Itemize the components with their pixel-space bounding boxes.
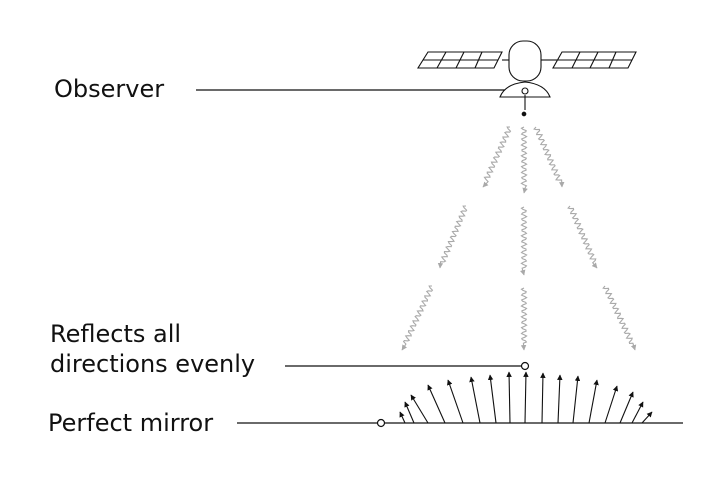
reflects-label-line1: Reflects all — [50, 320, 181, 348]
reflects-label-line2: directions evenly — [50, 350, 255, 378]
wave-ray-7 — [533, 126, 565, 188]
reflected-ray-6 — [469, 376, 481, 424]
reflected-ray-2 — [404, 401, 415, 424]
reflected-ray-10 — [540, 372, 546, 424]
reflected-ray-16 — [631, 401, 644, 424]
reflected-ray-7 — [487, 374, 497, 424]
reflected-ray-17 — [641, 411, 653, 424]
reflected-ray-4 — [427, 384, 446, 424]
reflected-ray-11 — [557, 374, 563, 424]
wave-ray-8 — [567, 205, 598, 269]
reflected-ray-14 — [604, 385, 619, 424]
wave-ray-2 — [437, 205, 468, 269]
reflected-ray-12 — [572, 375, 581, 424]
wave-ray-6 — [520, 287, 528, 351]
mirror-point — [376, 418, 386, 428]
satellite-icon — [417, 40, 637, 117]
reflected-ray-8 — [506, 371, 512, 424]
reflected-ray-3 — [410, 394, 429, 424]
wave-ray-9 — [602, 285, 637, 351]
radiation-waves — [401, 126, 637, 351]
reflected-ray-9 — [523, 371, 529, 424]
reflected-ray-13 — [588, 379, 599, 424]
reflected-ray-1 — [399, 411, 406, 424]
observer-label: Observer — [54, 75, 164, 103]
reflected-ray-5 — [447, 379, 464, 424]
wave-ray-3 — [401, 285, 434, 351]
reflected-ray-15 — [619, 391, 634, 424]
reflected-rays — [399, 371, 653, 424]
reflection-point — [520, 361, 530, 371]
wave-ray-1 — [482, 126, 512, 188]
wave-ray-5 — [520, 206, 528, 276]
mirror-label: Perfect mirror — [48, 409, 213, 437]
wave-ray-4 — [520, 126, 528, 194]
